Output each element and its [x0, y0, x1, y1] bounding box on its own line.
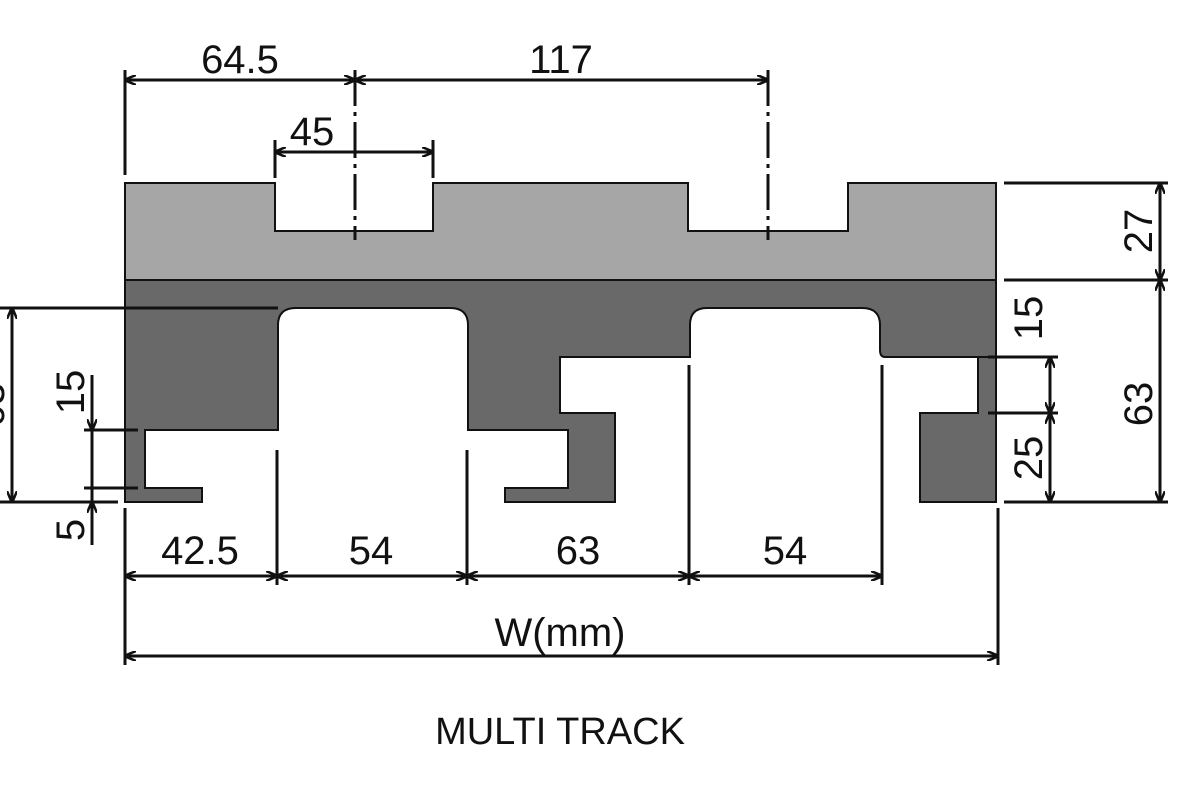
dim-width-label: W(mm): [494, 611, 625, 655]
right-lower-block: [919, 356, 997, 503]
dim-5-left-label: 5: [49, 519, 93, 541]
dim-64-5-label: 64.5: [201, 38, 279, 82]
dim-27-label: 27: [1117, 209, 1161, 254]
caption: MULTI TRACK: [435, 711, 685, 753]
dim-63-right-label: 63: [1117, 382, 1161, 427]
dim-42-5-label: 42.5: [161, 529, 239, 573]
dim-15-left-label: 15: [49, 370, 93, 415]
dim-15-right-label: 15: [1007, 296, 1051, 341]
dim-25-right-label: 25: [1007, 436, 1051, 481]
dim-54-a-label: 54: [349, 529, 394, 573]
dim-54-b-label: 54: [763, 529, 808, 573]
dim-45-label: 45: [290, 110, 335, 154]
upper-profile: [124, 182, 997, 281]
dim-63-left-label: 63: [0, 383, 13, 428]
lower-profile: [124, 279, 997, 503]
dim-117-label: 117: [529, 38, 593, 82]
dim-63-bottom-label: 63: [556, 529, 601, 573]
